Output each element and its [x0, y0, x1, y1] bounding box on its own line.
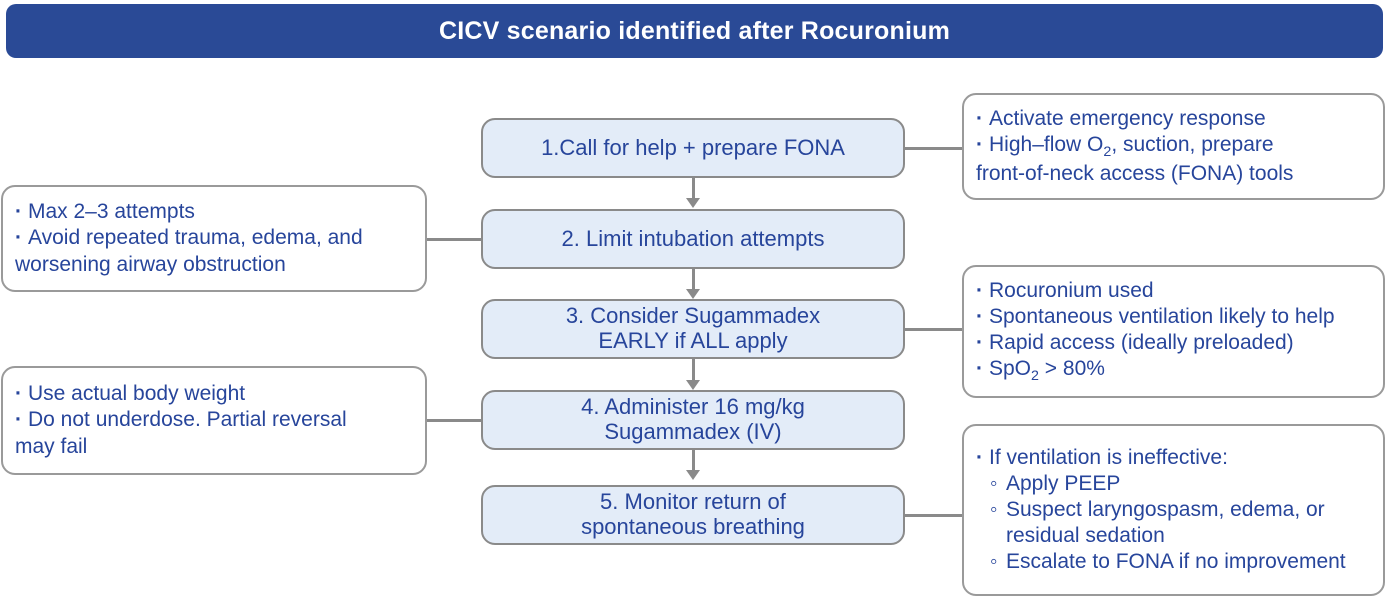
note-step-5-line-2: Apply PEEP [976, 471, 1373, 497]
connector-step1-note [903, 147, 963, 150]
note-step-1-line-2: High–flow O2, suction, prepare [976, 132, 1373, 162]
note-step-3-line-3: Rapid access (ideally preloaded) [976, 330, 1373, 356]
flow-step-2[interactable]: 2. Limit intubation attempts [481, 209, 905, 269]
note-step-3: Rocuronium used Spontaneous ventilation … [962, 265, 1385, 398]
note-step-4-line-2: Do not underdose. Partial reversal [15, 407, 415, 433]
arrowhead-step2-step3 [686, 289, 700, 299]
note-step-1-line-3: front-of-neck access (FONA) tools [976, 162, 1294, 186]
note-step-5-line-1: If ventilation is ineffective: [976, 445, 1373, 471]
flow-step-4[interactable]: 4. Administer 16 mg/kg Sugammadex (IV) [481, 390, 905, 450]
flow-step-3-line1: 3. Consider Sugammadex [565, 303, 821, 329]
arrowhead-step3-step4 [686, 380, 700, 390]
connector-step4-step5 [692, 448, 695, 474]
note-step-2-line-3: worsening airway obstruction [15, 252, 286, 276]
connector-step3-step4 [692, 358, 695, 384]
note-step-5-line-4: residual sedation [1006, 524, 1165, 548]
page-title: CICV scenario identified after Rocuroniu… [438, 16, 951, 45]
flow-step-2-label: 2. Limit intubation attempts [552, 225, 835, 252]
connector-step2-step3 [692, 267, 695, 293]
flow-step-4-line2: Sugammadex (IV) [604, 419, 782, 444]
connector-step3-note [903, 328, 963, 331]
flow-step-2-line1: 2. Limit intubation attempts [561, 225, 825, 251]
note-step-5: If ventilation is ineffective: Apply PEE… [962, 424, 1385, 596]
flow-step-1[interactable]: 1.Call for help + prepare FONA [481, 118, 905, 178]
note-step-4-line-3: may fail [15, 434, 88, 458]
flow-step-3-line2: EARLY if ALL apply [598, 328, 788, 353]
connector-step4-note [426, 419, 484, 422]
flow-step-3[interactable]: 3. Consider Sugammadex EARLY if ALL appl… [481, 299, 905, 359]
connector-step5-note [903, 514, 963, 517]
note-step-3-line-4: SpO2 > 80% [976, 356, 1373, 386]
flow-step-1-line1: 1.Call for help + prepare FONA [541, 134, 845, 160]
flow-step-4-label: 4. Administer 16 mg/kg Sugammadex (IV) [571, 395, 815, 444]
flow-step-5[interactable]: 5. Monitor return of spontaneous breathi… [481, 485, 905, 545]
note-step-1-line-1: Activate emergency response [976, 106, 1373, 132]
flow-step-5-label: 5. Monitor return of spontaneous breathi… [571, 490, 815, 539]
note-step-2: Max 2–3 attempts Avoid repeated trauma, … [1, 185, 427, 292]
connector-step1-step2 [692, 176, 695, 202]
flow-step-3-label: 3. Consider Sugammadex EARLY if ALL appl… [556, 304, 830, 353]
note-step-5-line-3: Suspect laryngospasm, edema, or [976, 497, 1373, 523]
note-step-5-line-5: Escalate to FONA if no improvement [976, 549, 1373, 575]
note-step-2-line-1: Max 2–3 attempts [15, 199, 415, 225]
arrowhead-step1-step2 [686, 198, 700, 208]
note-step-4: Use actual body weight Do not underdose.… [1, 366, 427, 475]
note-step-3-line-1: Rocuronium used [976, 278, 1373, 304]
connector-step2-note [426, 238, 484, 241]
page-title-banner: CICV scenario identified after Rocuroniu… [6, 4, 1383, 58]
note-step-4-line-1: Use actual body weight [15, 381, 415, 407]
flow-step-4-line1: 4. Administer 16 mg/kg [581, 394, 805, 420]
note-step-3-line-2: Spontaneous ventilation likely to help [976, 304, 1373, 330]
flow-step-5-line2: spontaneous breathing [581, 514, 805, 539]
arrowhead-step4-step5 [686, 470, 700, 480]
flow-step-1-label: 1.Call for help + prepare FONA [531, 134, 855, 161]
flow-step-5-line1: 5. Monitor return of [600, 489, 786, 515]
note-step-1: Activate emergency response High–flow O2… [962, 93, 1385, 200]
note-step-2-line-2: Avoid repeated trauma, edema, and [15, 225, 415, 251]
